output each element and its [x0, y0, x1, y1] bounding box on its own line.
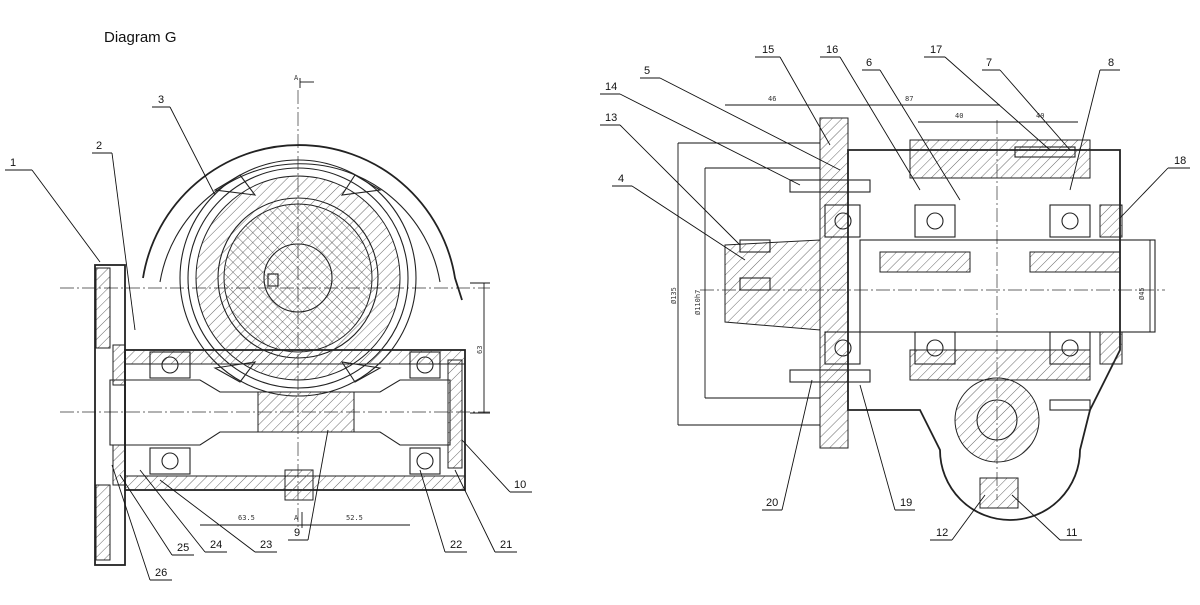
dim-63-5: 63.5: [238, 514, 255, 522]
right-leaders: 15 16 6 17 7 8 5 14 13 4 18 20 19: [600, 44, 1190, 541]
label-4: 4: [618, 173, 624, 185]
dim-d110: Ø110h7: [694, 290, 702, 315]
label-2: 2: [96, 140, 102, 152]
right-bearing: [409, 351, 441, 475]
dim-d135: Ø135: [670, 287, 678, 304]
label-3: 3: [158, 94, 164, 106]
label-14: 14: [605, 81, 617, 93]
label-6: 6: [866, 57, 872, 69]
flange-section-bottom: [95, 484, 111, 561]
drain-plug: [284, 469, 314, 501]
shaft-key-1: [879, 251, 971, 273]
worm-thread: [257, 391, 355, 433]
housing-inner-arc: [159, 163, 441, 283]
label-15: 15: [762, 44, 774, 56]
dim-87: 87: [905, 95, 913, 103]
label-17: 17: [930, 44, 942, 56]
label-13: 13: [605, 112, 617, 124]
worm-bore: [976, 399, 1018, 441]
housing-top-wall: [909, 139, 1091, 179]
label-9: 9: [294, 527, 300, 539]
label-24: 24: [210, 539, 222, 551]
label-20: 20: [766, 497, 778, 509]
label-16: 16: [826, 44, 838, 56]
label-23: 23: [260, 539, 272, 551]
flange-bolts: [789, 146, 1091, 411]
section-mark-top: A: [294, 74, 299, 82]
end-cap: [447, 359, 463, 469]
diagram-title: Diagram G: [104, 29, 177, 46]
shaft-key-2: [1029, 251, 1121, 273]
gear-housing: [847, 149, 1121, 521]
end-cap-right: [1099, 204, 1123, 238]
label-26: 26: [155, 567, 167, 579]
right-dimensions: Ø135 Ø110h7 Ø45 46 87 40 40: [670, 95, 1151, 426]
output-bearings: [824, 204, 1091, 365]
label-8: 8: [1108, 57, 1114, 69]
housing-outer-arc: [142, 144, 463, 301]
right-view: Ø135 Ø110h7 Ø45 46 87 40 40 15 16 6 17: [600, 44, 1190, 541]
left-bearing: [149, 351, 191, 475]
oil-seal-top: [112, 344, 126, 386]
label-18: 18: [1174, 155, 1186, 167]
flange-section-top: [95, 267, 111, 349]
label-21: 21: [500, 539, 512, 551]
label-5: 5: [644, 65, 650, 77]
label-22: 22: [450, 539, 462, 551]
output-shaft: [859, 239, 1156, 333]
hub-bore: [263, 243, 333, 313]
section-mark-bottom: A: [294, 514, 299, 522]
label-19: 19: [900, 497, 912, 509]
worm-section: [954, 377, 1040, 463]
dim-63: 63: [476, 346, 484, 354]
label-25: 25: [177, 542, 189, 554]
dim-52-5: 52.5: [346, 514, 363, 522]
oil-seal-bottom: [112, 444, 126, 486]
drain-plug-right: [979, 477, 1019, 509]
gear-ring-2: [187, 167, 409, 389]
output-flange: [819, 117, 849, 449]
end-cap-right-bottom: [1099, 331, 1123, 365]
dim-d45: Ø45: [1138, 287, 1146, 300]
wheel-lugs: [213, 174, 382, 383]
label-10: 10: [514, 479, 526, 491]
input-hub: [724, 239, 821, 331]
label-1: 1: [10, 157, 16, 169]
left-view: 63 63.5 52.5 A A 1 2 3 9 10 21 22: [5, 74, 532, 581]
left-leaders: 1 2 3 9 10 21 22 23 24 25 26: [5, 94, 532, 581]
dim-46: 46: [768, 95, 776, 103]
housing-bottom-wall: [909, 349, 1091, 381]
label-7: 7: [986, 57, 992, 69]
wheel-hub: [223, 203, 373, 353]
label-12: 12: [936, 527, 948, 539]
dim-40a: 40: [955, 112, 963, 120]
keyway: [267, 273, 279, 287]
label-11: 11: [1066, 527, 1077, 539]
